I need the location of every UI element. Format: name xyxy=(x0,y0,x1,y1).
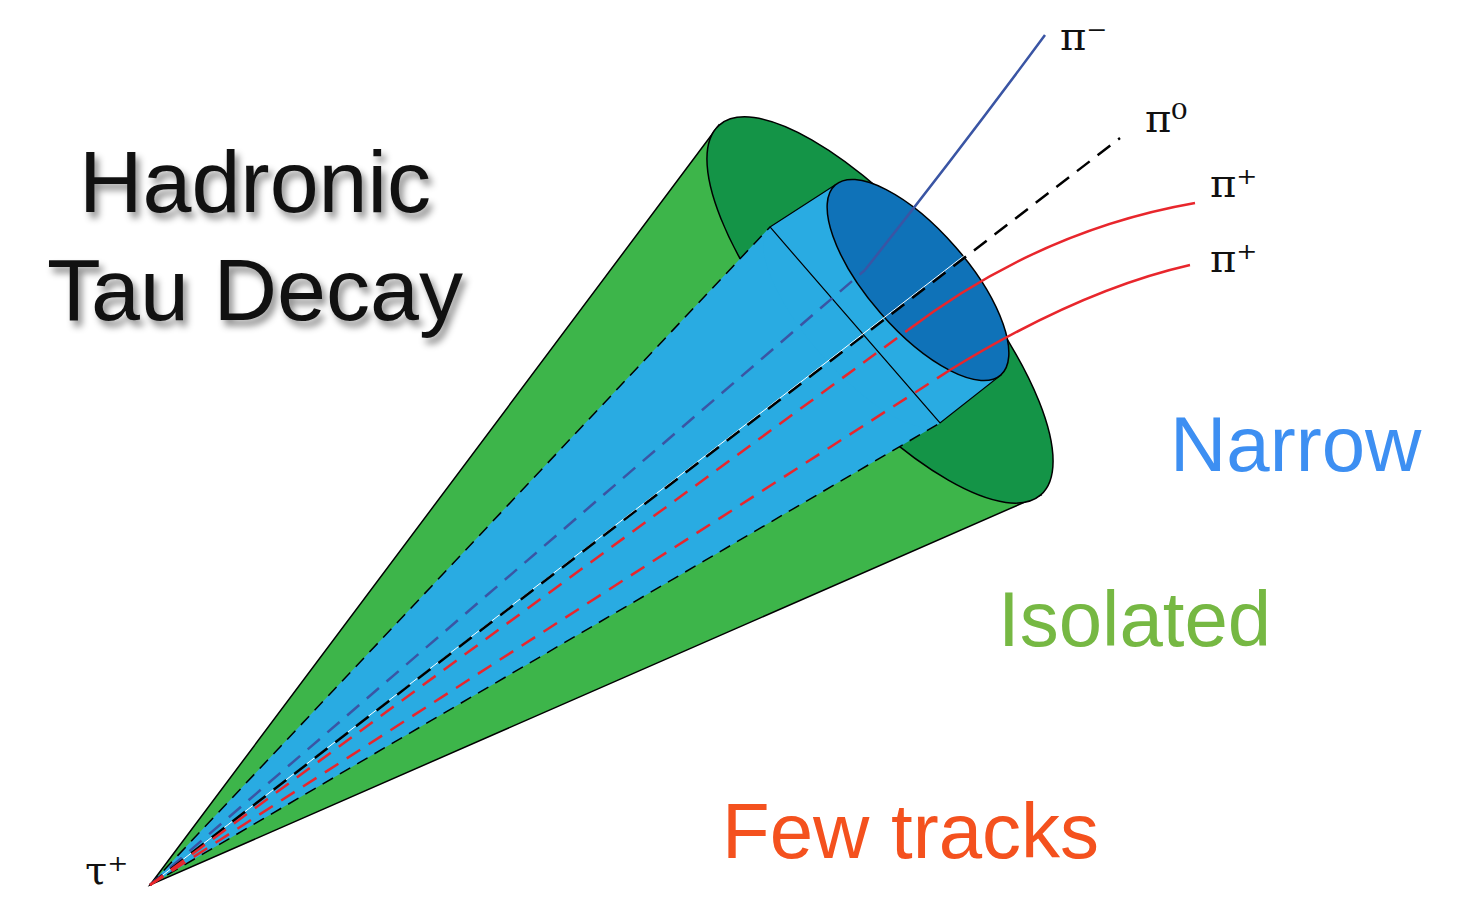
pion-track xyxy=(908,203,1195,330)
isolation-cone xyxy=(150,125,1041,885)
property-label: Few tracks xyxy=(722,792,1099,870)
pion-track xyxy=(950,265,1190,370)
particle-label: π⁻ xyxy=(1060,16,1107,56)
property-label: Isolated xyxy=(998,580,1271,658)
signal-cone-end xyxy=(798,152,1039,408)
particle-label: π⁺ xyxy=(1210,163,1257,203)
diagram-title: Hadronic Tau Decay xyxy=(15,128,495,344)
axis-line xyxy=(150,255,965,885)
particle-label: τ⁺ xyxy=(85,850,128,890)
pion-track xyxy=(865,35,1045,270)
property-label: Narrow xyxy=(1170,405,1421,483)
particle-label: π⁺ xyxy=(1210,238,1257,278)
particle-label: π⁰ xyxy=(1145,98,1187,138)
